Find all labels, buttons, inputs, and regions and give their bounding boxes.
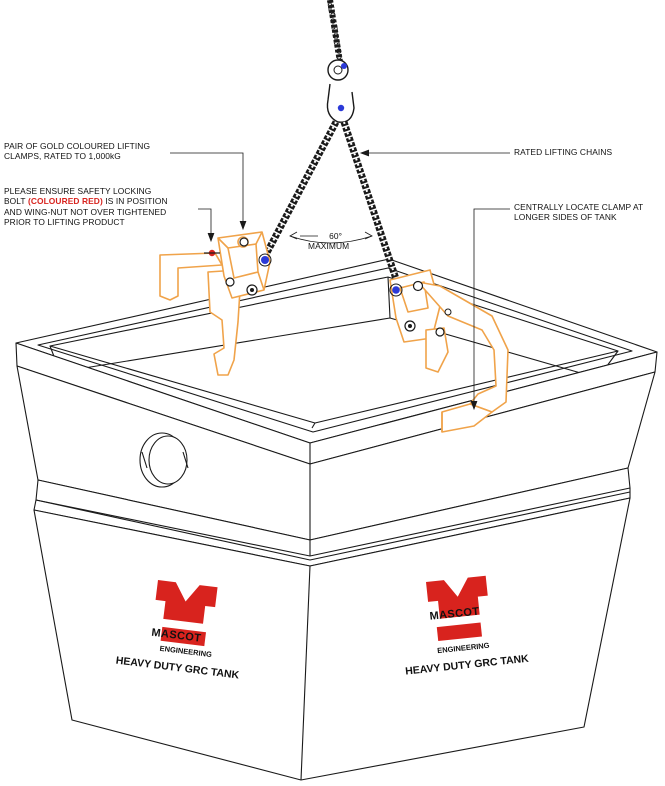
- callout-angle: 60° MAXIMUM: [308, 231, 349, 252]
- callout-chains: RATED LIFTING CHAINS: [514, 147, 612, 157]
- callout-locate: CENTRALLY LOCATE CLAMP AT LONGER SIDES O…: [514, 202, 643, 223]
- callout-safety-line4: PRIOR TO LIFTING PRODUCT: [4, 217, 125, 228]
- ring-bolt-icon: [341, 63, 347, 69]
- callout-safety-line3: AND WING-NUT NOT OVER TIGHTENED: [4, 206, 167, 217]
- callout-safety-red-text: (COLOURED RED): [27, 196, 103, 207]
- lifting-hook: [326, 83, 355, 123]
- left-lifting-clamp: [159, 231, 271, 376]
- callout-locate-line1: CENTRALLY LOCATE CLAMP AT: [514, 202, 644, 212]
- callout-safety-line1: PLEASE ENSURE SAFETY LOCKING: [4, 186, 152, 196]
- mascot-m-icon-right: [426, 575, 488, 619]
- right-clamp-blue-bolt-icon: [392, 286, 400, 294]
- right-lifting-clamp: [389, 269, 509, 433]
- callout-clamps: PAIR OF GOLD COLOURED LIFTING CLAMPS, RA…: [4, 141, 150, 162]
- locate-leader: [473, 208, 510, 408]
- callout-angle-line2: MAXIMUM: [308, 241, 350, 252]
- callout-safety-line2: BOLT (COLOURED RED) IS IN POSITION: [4, 196, 168, 206]
- clamps-leader: [170, 152, 244, 228]
- right-clamp-fasteners: [389, 280, 452, 337]
- lifting-chains: [258, 0, 401, 284]
- callout-chains-line1: RATED LIFTING CHAINS: [514, 147, 613, 157]
- logo-right-brand: MASCOT: [429, 606, 480, 623]
- safety-leader: [198, 208, 212, 240]
- callout-angle-line1: 60°: [329, 231, 343, 241]
- pipe-outlet: [139, 432, 189, 488]
- callout-safety-bolt: PLEASE ENSURE SAFETY LOCKING BOLT (COLOU…: [4, 186, 168, 228]
- left-clamp-fasteners: [204, 237, 272, 296]
- chain-left-leg: [258, 120, 340, 264]
- mascot-m-icon: [155, 580, 218, 624]
- angle-arc: [289, 235, 373, 244]
- grc-tank: [15, 258, 658, 781]
- callout-safety-line2-post: IS IN POSITION: [102, 196, 168, 207]
- left-clamp-blue-bolt-icon: [261, 256, 269, 264]
- callout-clamps-line1: PAIR OF GOLD COLOURED LIFTING: [4, 141, 151, 151]
- callout-clamps-line2: CLAMPS, RATED TO 1,000kG: [4, 151, 121, 162]
- callout-locate-line2: LONGER SIDES OF TANK: [514, 212, 617, 223]
- leader-lines: [170, 149, 510, 411]
- callout-safety-line2-pre: BOLT: [4, 196, 28, 207]
- hook-bolt-icon: [337, 104, 345, 112]
